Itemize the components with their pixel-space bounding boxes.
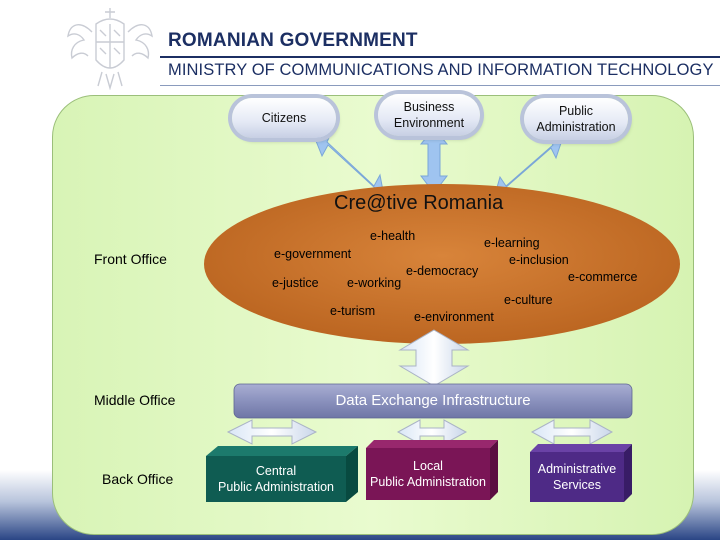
term-e-environment: e-environment: [414, 310, 494, 324]
infrastructure-band: [233, 383, 633, 419]
business-environment-node: Business Environment: [378, 94, 480, 136]
term-e-turism: e-turism: [330, 304, 376, 318]
term-e-learning: e-learning: [484, 236, 540, 250]
creative-romania-title: Cre@tive Romania: [334, 192, 504, 214]
front-office-label: Front Office: [94, 251, 167, 267]
admin-services-label: Administrative Services: [537, 462, 617, 492]
local-admin-label: Local Public Administration: [369, 459, 487, 489]
ministry-title: MINISTRY OF COMMUNICATIONS AND INFORMATI…: [168, 61, 714, 79]
header-rule: [160, 56, 720, 58]
coat-of-arms-logo: [67, 8, 153, 90]
citizens-node: Citizens: [232, 98, 336, 138]
arrow-citizens: [313, 130, 385, 197]
term-e-health: e-health: [370, 229, 416, 243]
government-title: ROMANIAN GOVERNMENT: [168, 30, 418, 51]
arrow-to-central: [226, 419, 318, 445]
arrow-business: [419, 127, 449, 194]
term-e-culture: e-culture: [504, 293, 553, 307]
central-admin-box: [206, 446, 358, 502]
arrow-to-services: [530, 419, 614, 445]
data-exchange-label: Data Exchange Infrastructure: [335, 392, 531, 409]
arrow-to-local: [396, 419, 468, 445]
term-e-democracy: e-democracy: [406, 264, 479, 278]
header-rule-thin: [160, 85, 720, 86]
creative-romania-ellipse: [204, 184, 680, 344]
term-e-government: e-government: [274, 247, 352, 261]
local-admin-box: [366, 440, 498, 500]
back-office-label: Back Office: [102, 471, 174, 487]
admin-services-box: [530, 444, 632, 502]
public-administration-node: Public Administration: [524, 98, 628, 140]
term-e-working: e-working: [347, 276, 402, 290]
term-e-commerce: e-commerce: [568, 270, 638, 284]
central-admin-label: Central Public Administration: [217, 464, 335, 494]
term-e-inclusion: e-inclusion: [509, 253, 569, 267]
middle-office-label: Middle Office: [94, 392, 176, 408]
term-e-justice: e-justice: [272, 276, 319, 290]
